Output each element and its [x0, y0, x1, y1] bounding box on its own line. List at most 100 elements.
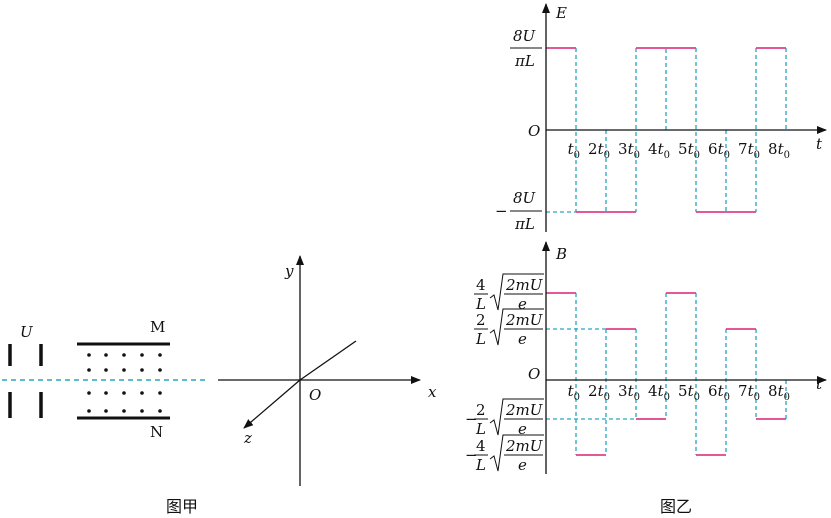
field-dot	[122, 368, 126, 372]
b-level-radicand-num: 2mU	[505, 311, 544, 329]
e-level-neg-label: − 8U πL	[495, 189, 542, 233]
z-axis-back	[299, 340, 357, 381]
b-level-radicand-den: e	[518, 456, 527, 474]
field-dot	[104, 391, 108, 395]
b-level-radicand-den: e	[518, 295, 527, 313]
b-plot-signal	[546, 292, 786, 456]
origin-label: O	[309, 386, 321, 404]
b-tick-label: 3t0	[618, 382, 640, 403]
b-tick-label: 8t0	[768, 382, 790, 403]
figure-a: U M N x y z O 图甲	[2, 255, 437, 516]
e-plot: E O t t0 2t0 3t0 4t0 5t0 6t0 7t0 8t0 8U πL − 8U…	[495, 3, 827, 233]
e-tick-label: 6t0	[708, 140, 730, 161]
figure-b-caption: 图乙	[660, 497, 692, 516]
e-tick-label: 7t0	[738, 140, 760, 161]
e-origin-label: O	[528, 122, 540, 140]
e-level-neg-den: πL	[514, 215, 535, 233]
b-level-sign: −	[465, 446, 478, 464]
b-plot-guides	[546, 293, 787, 455]
field-dot	[158, 353, 162, 357]
field-dot	[87, 409, 91, 413]
b-level-radicand-num: 2mU	[505, 437, 544, 455]
magnetic-field-dots	[87, 353, 162, 413]
e-level-pos-num: 8U	[513, 27, 537, 45]
e-tick-label: t0	[568, 140, 580, 161]
plate-m-label: M	[150, 318, 165, 336]
b-level-sign: −	[465, 410, 478, 428]
b-level-radical	[489, 308, 544, 346]
b-level-coef-den: L	[475, 456, 486, 474]
e-plot-guides	[546, 48, 787, 213]
coordinate-axes	[218, 255, 421, 486]
e-tick-label: 8t0	[768, 140, 790, 161]
field-dot	[122, 353, 126, 357]
field-dot	[158, 368, 162, 372]
e-level-pos-label: 8U πL	[510, 27, 542, 70]
e-level-pos-den: πL	[514, 52, 535, 70]
b-tick-label: 2t0	[588, 382, 610, 403]
field-dot	[140, 353, 144, 357]
b-level-coef-den: L	[475, 330, 486, 348]
b-level-radical	[489, 398, 544, 436]
e-plot-signal	[546, 47, 786, 213]
z-axis-label: z	[243, 429, 252, 447]
accelerating-electrodes	[8, 344, 43, 418]
figure-a-caption: 图甲	[166, 497, 198, 516]
e-tick-label: 2t0	[588, 140, 610, 161]
field-dot	[122, 391, 126, 395]
b-tick-label: 7t0	[738, 382, 760, 403]
e-t-axis-label: t	[816, 135, 823, 153]
field-dot	[140, 368, 144, 372]
b-level-radical	[489, 273, 544, 311]
b-level-coef-den: L	[475, 295, 486, 313]
b-tick-label: t0	[568, 382, 580, 403]
b-level-coef-den: L	[475, 420, 486, 438]
field-dot	[87, 368, 91, 372]
e-level-neg-num: 8U	[513, 189, 537, 207]
e-axis-label: E	[555, 4, 567, 22]
e-plot-tick-labels: t0 2t0 3t0 4t0 5t0 6t0 7t0 8t0	[568, 140, 790, 161]
b-plot-tick-labels: t0 2t0 3t0 4t0 5t0 6t0 7t0 8t0	[568, 382, 790, 403]
x-axis-label: x	[428, 383, 437, 401]
b-level-radicand-den: e	[518, 420, 527, 438]
e-level-neg-sign: −	[495, 202, 508, 220]
b-level-radicand-num: 2mU	[505, 401, 544, 419]
field-dot	[87, 353, 91, 357]
field-dot	[158, 391, 162, 395]
field-dot	[104, 353, 108, 357]
y-axis-label: y	[284, 262, 294, 280]
b-tick-label: 6t0	[708, 382, 730, 403]
field-dot	[122, 409, 126, 413]
field-dot	[104, 409, 108, 413]
z-axis	[243, 379, 301, 429]
b-t-axis-label: t	[816, 375, 823, 393]
b-level-coef: 4	[476, 276, 486, 294]
field-dot	[158, 409, 162, 413]
b-level-radicand-num: 2mU	[505, 276, 544, 294]
b-axis-label: B	[555, 245, 567, 263]
field-dot	[140, 391, 144, 395]
e-tick-label: 5t0	[678, 140, 700, 161]
b-level-radicand-den: e	[518, 330, 527, 348]
b-level-coef: 2	[476, 401, 486, 419]
plate-n-label: N	[150, 423, 163, 441]
field-dot	[87, 391, 91, 395]
b-level-coef: 2	[476, 311, 486, 329]
field-dot	[140, 409, 144, 413]
b-tick-label: 5t0	[678, 382, 700, 403]
b-origin-label: O	[528, 365, 540, 383]
b-level-radical	[489, 434, 544, 472]
field-dot	[104, 368, 108, 372]
e-tick-label: 3t0	[618, 140, 640, 161]
b-tick-label: 4t0	[648, 382, 670, 403]
b-level-coef: 4	[476, 437, 486, 455]
e-tick-label: 4t0	[648, 140, 670, 161]
